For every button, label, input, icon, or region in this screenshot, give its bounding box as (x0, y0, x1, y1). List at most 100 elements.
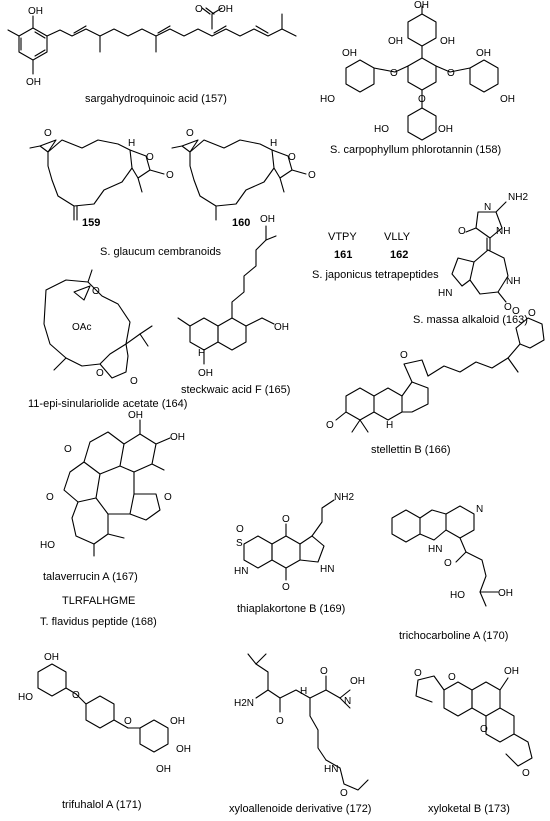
caption-167: talaverrucin A (167) (43, 571, 138, 583)
atom-oac-164: OAc (72, 322, 91, 333)
label-160: 160 (232, 217, 250, 229)
atom-oh-171e: OH (156, 764, 171, 775)
atom-o-169b: O (282, 582, 290, 593)
caption-171: trifuhalol A (171) (62, 799, 142, 811)
atom-oh-158e: OH (476, 48, 491, 59)
atom-o-166a: O (400, 350, 408, 361)
atom-o-171b: O (124, 716, 132, 727)
atom-n-172: N (344, 696, 351, 707)
atom-oh-157a: OH (28, 6, 43, 17)
atom-o-173a: O (448, 672, 456, 683)
structure-159: O H O O 159 (29, 128, 174, 229)
structure-173: OH O O O O xyloketal B (173) (414, 666, 533, 815)
atom-ho-167: HO (40, 540, 55, 551)
atom-hn-169b: HN (320, 564, 334, 575)
atom-o-163a: O (458, 226, 466, 237)
structure-166: O O H O O stellettin B (166) (326, 306, 545, 456)
structure-171: OH HO O O OH OH OH trifuhalol A (171) (18, 652, 191, 811)
structure-169: O O O S HN HN NH2 thiaplakortone B (169) (234, 492, 354, 615)
atom-h-165: H (198, 348, 205, 359)
caption-166: stellettin B (166) (371, 444, 450, 456)
atom-o-158b: O (447, 68, 455, 79)
caption-168: T. flavidus peptide (168) (40, 616, 157, 628)
atom-o-159c: O (166, 170, 174, 181)
atom-o-173b: O (480, 724, 488, 735)
atom-oh-157c: OH (218, 4, 233, 15)
atom-o-172a: O (276, 716, 284, 727)
structure-157: OH OH OH O sargahydroquinoic acid (157) (7, 4, 297, 105)
atom-h2n-172: H2N (234, 698, 254, 709)
atom-oh-165a: OH (260, 214, 275, 225)
atom-o-169c: O (236, 524, 244, 535)
caption-164: 11-epi-sinulariolide acetate (164) (28, 398, 187, 410)
atom-o-164c: O (130, 376, 138, 387)
atom-oh-170: OH (498, 588, 513, 599)
atom-o-172c: O (340, 788, 348, 799)
atom-oh-158g: OH (500, 94, 515, 105)
atom-o-158a: O (390, 68, 398, 79)
structure-160: O H O O 160 (171, 128, 316, 229)
structure-164: O OAc O O 11-epi-sinulariolide acetate (… (28, 269, 187, 410)
atom-o-160c: O (308, 170, 316, 181)
atom-oh-157b: OH (26, 77, 41, 88)
atom-o-158c: O (418, 94, 426, 105)
atom-o-167a: O (64, 444, 72, 455)
atom-oh-165b: OH (274, 322, 289, 333)
atom-nh2-169: NH2 (334, 492, 354, 503)
atom-o-167b: O (46, 492, 54, 503)
caption-169: thiaplakortone B (169) (237, 603, 345, 615)
atom-o-173d: O (522, 768, 530, 779)
atom-h-166: H (386, 420, 393, 431)
sequence-161: VTPY (328, 231, 357, 243)
structure-165: OH OH OH H steckwaic acid F (165) (177, 214, 290, 396)
structure-163: NH2 NH O N HN NH O S. massa alkaloid (16… (413, 192, 528, 326)
atom-o-164a: O (92, 286, 100, 297)
atom-o-172b: O (320, 666, 328, 677)
atom-ho-158f: HO (320, 94, 335, 105)
atom-nh2-163: NH2 (508, 192, 528, 203)
caption-172: xyloallenoide derivative (172) (229, 803, 371, 815)
atom-s-169: S (236, 538, 243, 549)
sequence-162: VLLY (384, 231, 411, 243)
atom-oh-158a: OH (414, 0, 429, 11)
atom-o-157: O (195, 4, 203, 15)
structure-167: OH OH O O O HO talaverrucin A (167) (40, 410, 185, 583)
atom-hn-169: HN (234, 566, 248, 577)
atom-n-163: N (484, 202, 491, 213)
caption-165: steckwaic acid F (165) (181, 384, 290, 396)
atom-oh-173: OH (504, 666, 519, 677)
caption-159-160: S. glaucum cembranoids (100, 246, 222, 258)
atom-oh-158c: OH (440, 36, 455, 47)
atom-o-169a: O (282, 514, 290, 525)
caption-157: sargahydroquinoic acid (157) (85, 93, 227, 105)
atom-o-160b: O (288, 152, 296, 163)
structure-158: OH OH OH O O O OH OH HO OH HO OH S. carp… (320, 0, 515, 156)
atom-o-160a: O (186, 128, 194, 139)
atom-o-166b: O (326, 420, 334, 431)
atom-o-163b: O (504, 302, 512, 313)
caption-170: trichocarboline A (170) (399, 630, 508, 642)
atom-oh-158b: OH (388, 36, 403, 47)
atom-nh-163b: NH (506, 276, 520, 287)
label-161: 161 (334, 249, 352, 261)
atom-oh-171d: OH (176, 744, 191, 755)
atom-hn-170: HN (428, 544, 442, 555)
atom-o-166d: O (512, 306, 520, 317)
atom-h-160: H (270, 138, 277, 149)
atom-ho-158h: HO (374, 124, 389, 135)
atom-o-159a: O (44, 128, 52, 139)
structure-172: H2N O H O N OH HN O xyloallenoide deriva… (229, 653, 371, 815)
caption-173: xyloketal B (173) (428, 803, 510, 815)
atom-nh-163a: NH (496, 226, 510, 237)
atom-h-172a: H (300, 686, 307, 697)
atom-oh-171c: OH (170, 716, 185, 727)
sequence-168: TLRFALHGME (62, 595, 135, 607)
atom-oh-171a: OH (44, 652, 59, 663)
atom-o-164b: O (96, 368, 104, 379)
atom-o-170: O (444, 558, 452, 569)
atom-hn-163: HN (438, 288, 452, 299)
label-159: 159 (82, 217, 100, 229)
atom-o-173c: O (414, 668, 422, 679)
atom-oh-165c: OH (198, 368, 213, 379)
